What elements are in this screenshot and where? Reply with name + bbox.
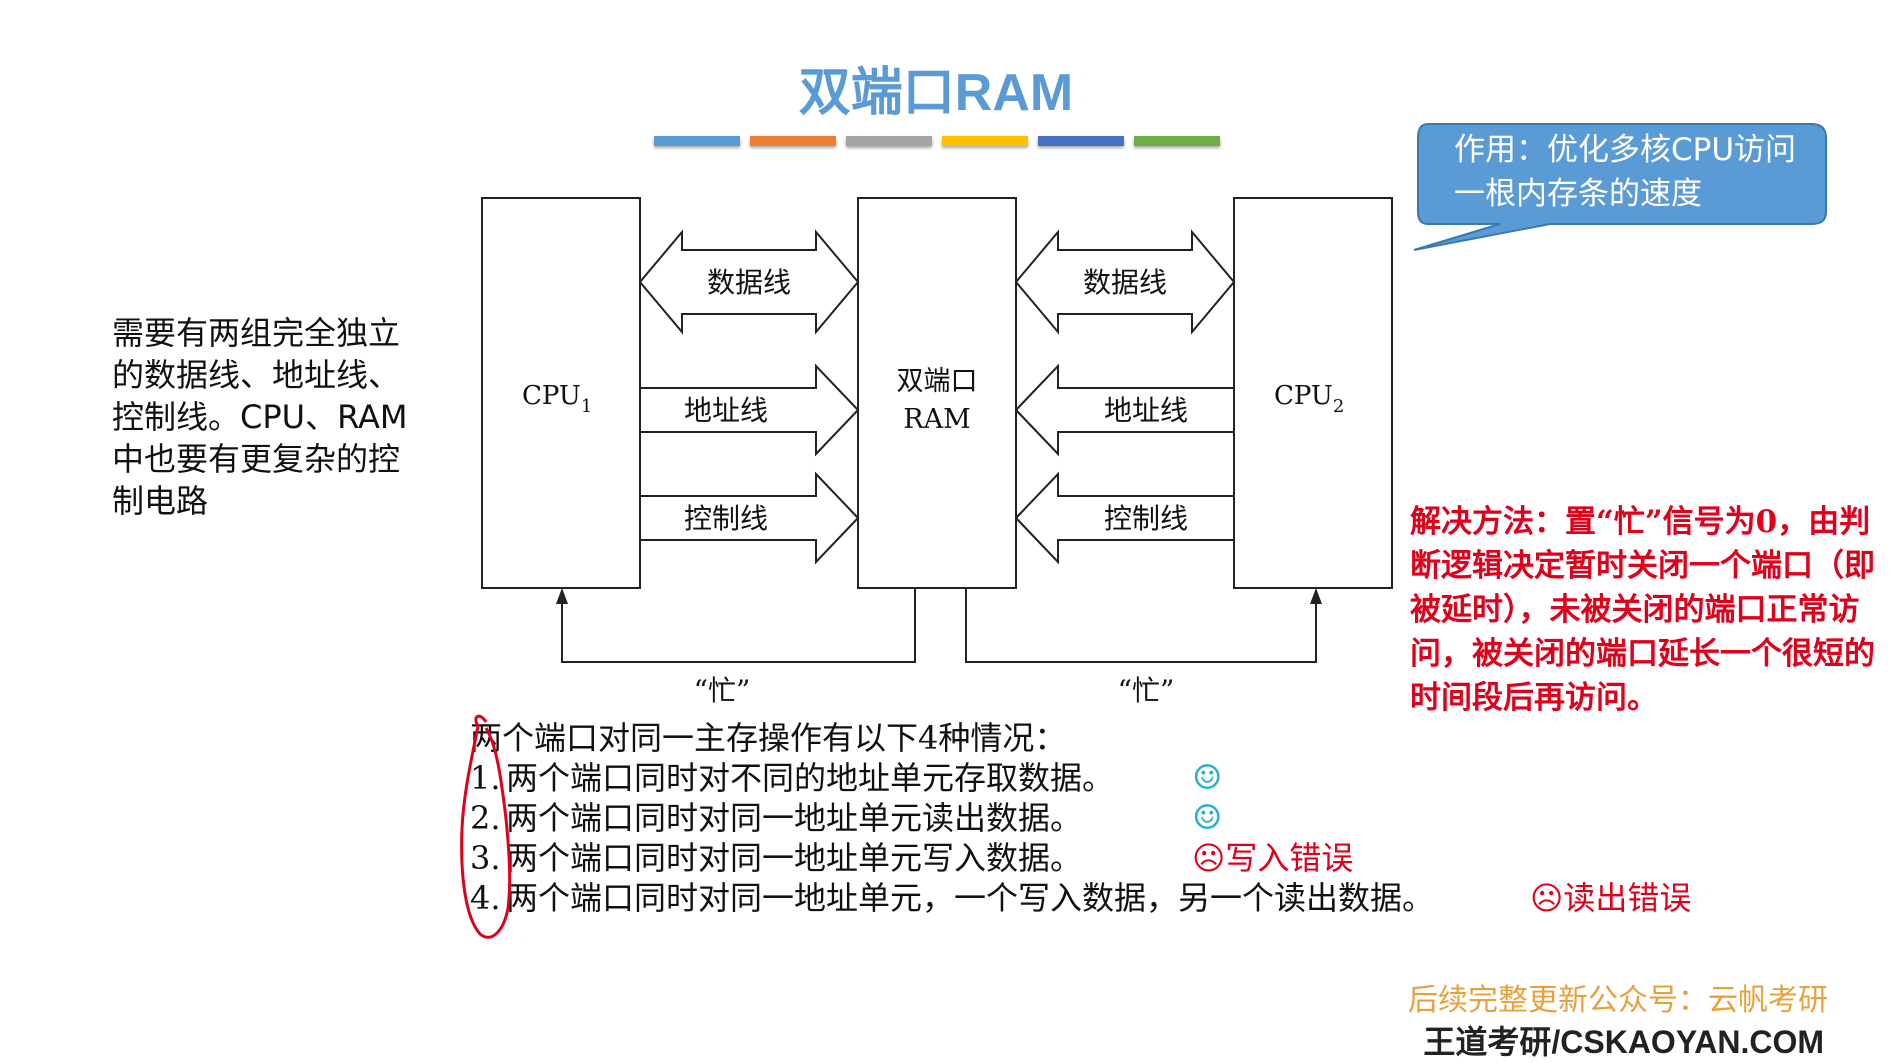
busy-line-left <box>561 588 916 663</box>
case-number: 1. <box>470 759 501 797</box>
case-text: 两个端口同时对同一地址单元，一个写入数据，另一个读出数据。 <box>506 879 1435 917</box>
error-label: 写入错误 <box>1225 839 1354 877</box>
color-bar <box>1038 136 1124 146</box>
busy-label-right: “忙” <box>1118 674 1175 707</box>
data-line-arrow-left <box>638 229 860 335</box>
data-line-arrow-right <box>1014 229 1236 335</box>
smile-icon: ☺ <box>1192 798 1223 838</box>
footer-site: 王道考研/CSKAOYAN.COM <box>1423 1024 1824 1060</box>
list-item: 2.两个端口同时对同一地址单元读出数据。 ☺ <box>470 798 1434 838</box>
frown-icon: ☹ <box>1530 879 1564 917</box>
addr-line-label-right: 地址线 <box>1104 394 1188 427</box>
busy-label-left: “忙” <box>694 674 751 707</box>
cpu1-box <box>481 197 641 589</box>
callout-bubble <box>1413 123 1827 251</box>
case-number: 2. <box>470 799 501 837</box>
cases-intro: 两个端口对同一主存操作有以下4种情况： <box>470 719 1067 757</box>
purpose-callout: 作用：优化多核CPU访问一根内存条的速度 <box>1410 120 1830 260</box>
busy-line-right <box>965 588 1317 663</box>
error-mark: ☹写入错误 <box>1192 838 1353 878</box>
dual-port-ram-diagram: CPU1 CPU2 双端口 RAM 数据线 数据线 地址线 地址线 控制线 控制… <box>481 197 1393 707</box>
ctrl-line-label-left: 控制线 <box>684 502 768 535</box>
left-note: 需要有两组完全独立的数据线、地址线、控制线。CPU、RAM中也要有更复杂的控制电… <box>112 314 408 520</box>
smile-icon: ☺ <box>1192 758 1223 798</box>
list-item: 3.两个端口同时对同一地址单元写入数据。 ☹写入错误 <box>470 838 1434 878</box>
frown-icon: ☹ <box>1192 839 1226 877</box>
color-bar <box>846 136 932 146</box>
color-bar <box>654 136 740 146</box>
ram-label-line2: RAM <box>903 404 970 435</box>
error-label: 读出错误 <box>1563 879 1692 917</box>
case-text: 两个端口同时对同一地址单元读出数据。 <box>506 799 1083 837</box>
addr-line-arrow-right <box>1014 363 1234 457</box>
callout-text: 作用：优化多核CPU访问一根内存条的速度 <box>1454 132 1797 212</box>
color-bar <box>750 136 836 146</box>
ctrl-line-arrow-left <box>640 471 860 565</box>
cpu1-label: CPU1 <box>522 381 592 417</box>
ctrl-line-arrow-right <box>1014 471 1234 565</box>
data-line-label-right: 数据线 <box>1083 266 1167 299</box>
error-mark: ☹读出错误 <box>1530 878 1691 918</box>
solution-text: 解决方法：置“忙”信号为0，由判断逻辑决定暂时关闭一个端口（即被延时），未被关闭… <box>1410 504 1875 716</box>
slide-title: 双端口RAM <box>798 64 1074 122</box>
color-bar <box>942 136 1028 146</box>
case-number: 3. <box>470 839 501 877</box>
busy-arrowhead-right <box>1310 588 1322 604</box>
list-item: 4.两个端口同时对同一地址单元，一个写入数据，另一个读出数据。 ☹读出错误 <box>470 878 1691 918</box>
footer-wechat: 后续完整更新公众号：云帆考研 <box>1408 983 1828 1018</box>
case-text: 两个端口同时对同一地址单元写入数据。 <box>506 839 1083 877</box>
ram-label-line1: 双端口 <box>897 366 978 397</box>
cpu2-label: CPU2 <box>1274 381 1344 417</box>
ctrl-line-label-right: 控制线 <box>1104 502 1188 535</box>
addr-line-label-left: 地址线 <box>684 394 768 427</box>
list-item: 1.两个端口同时对不同的地址单元存取数据。 ☺ <box>470 758 1434 798</box>
addr-line-arrow-left <box>640 363 860 457</box>
busy-arrowhead-left <box>556 588 568 604</box>
case-text: 两个端口同时对不同的地址单元存取数据。 <box>506 759 1115 797</box>
data-line-label-left: 数据线 <box>707 266 791 299</box>
handwritten-bracket <box>460 714 512 939</box>
case-number: 4. <box>470 879 501 917</box>
cases-list: 两个端口对同一主存操作有以下4种情况： 1.两个端口同时对不同的地址单元存取数据… <box>470 718 1691 918</box>
ram-box <box>857 197 1017 589</box>
color-bar <box>1134 136 1220 146</box>
cpu2-box <box>1233 197 1393 589</box>
title-color-bars <box>654 136 1220 148</box>
